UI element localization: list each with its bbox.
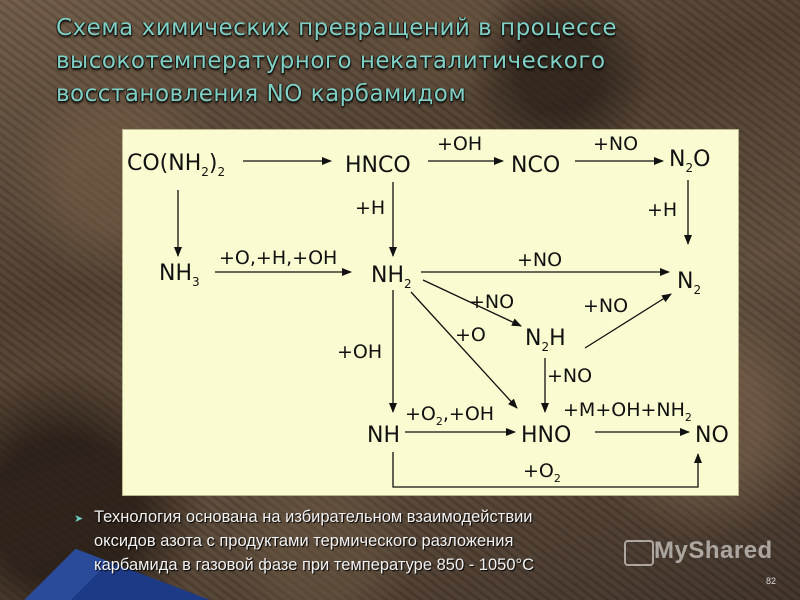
reaction-scheme-panel: CO(NH2)2 HNCO NCO N2O NH3 NH2 N2 N2H NH … [122,129,739,496]
label-hno-no: +M+OH+NH2 [563,399,692,424]
species-hnco: HNCO [345,153,411,178]
label-n2h-n2: +NO [583,295,628,317]
species-n2: N2 [677,269,701,297]
label-n2h-hno: +NO [547,365,592,387]
title-line-3: восстановления NO карбамидом [56,81,467,107]
bullet-icon: ➤ [74,513,84,525]
label-nh-no: +O2 [523,460,561,485]
species-nh2: NH2 [371,263,412,291]
species-hno: HNO [521,423,571,448]
species-no: NO [695,423,729,448]
species-urea: CO(NH2)2 [127,151,225,179]
watermark: MyShared [654,537,773,564]
label-nh2-hno: +O [455,324,486,346]
label-nh2-n2h: +NO [469,291,514,313]
label-hnco-nh2: +H [355,197,385,219]
bullet-line-3: карбамида в газовой фазе при температуре… [94,556,535,574]
species-n2o: N2O [669,147,710,175]
bullet-line-1: Технология основана на избирательном вза… [94,508,533,526]
slide-number: 82 [766,576,777,586]
label-n2o-n2: +H [647,199,677,221]
arrow-nh2-hno [410,291,518,409]
title-line-1: Схема химических превращений в процессе [56,15,617,41]
watermark-logo-icon [624,540,654,566]
label-nh2-nh: +OH [337,341,382,363]
label-nh3-nh2: +O,+H,+OH [219,247,337,269]
arrow-n2h-n2 [584,293,672,349]
bullet-text: Технология основана на избирательном вза… [94,505,734,577]
species-nh: NH [367,423,400,448]
bullet-line-2: оксидов азота с продуктами термического … [94,532,514,550]
species-nco: NCO [511,153,560,178]
reaction-scheme-diagram: CO(NH2)2 HNCO NCO N2O NH3 NH2 N2 N2H NH … [127,133,729,488]
title-line-2: высокотемпературного некаталитического [56,48,606,74]
label-nh-hno: +O2,+OH [405,403,494,428]
arrow-nh-no [392,452,702,488]
arrow-nh2-n2h [422,279,522,327]
species-nh3: NH3 [159,261,200,289]
label-nco-n2o: +NO [593,133,638,155]
label-hnco-nco: +OH [437,133,482,155]
species-n2h: N2H [525,326,566,354]
label-nh2-n2: +NO [517,249,562,271]
slide-title: Схема химических превращений в процессе … [56,12,756,111]
